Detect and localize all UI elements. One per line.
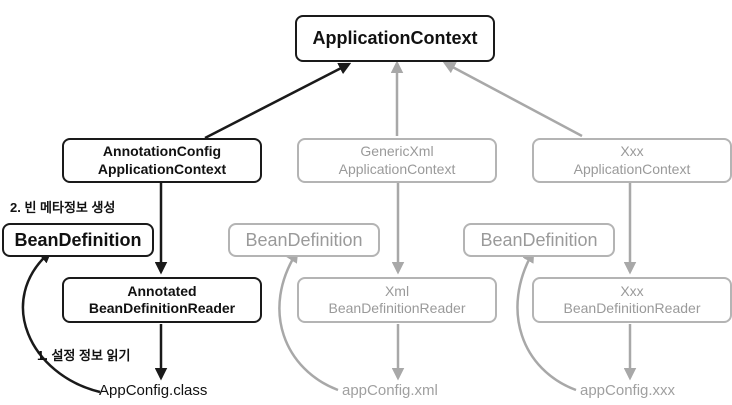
annotated-bean-definition-reader-node: Annotated BeanDefinitionReader — [62, 277, 262, 323]
application-context-node: ApplicationContext — [295, 15, 495, 62]
xxx-context-line-2: ApplicationContext — [573, 160, 691, 177]
arrow-appconfig-xxx-to-beandefinition — [516, 249, 577, 392]
xml-bean-definition-reader-node: Xml BeanDefinitionReader — [297, 277, 497, 323]
bean-definition-label-xml: BeanDefinition — [245, 229, 363, 250]
annotation-config-application-context-node: AnnotationConfig ApplicationContext — [62, 138, 262, 183]
app-config-xml-label: appConfig.xml — [342, 382, 438, 399]
step-create-meta-label: 2. 빈 메타정보 생성 — [10, 200, 116, 215]
arrow-appconfig-xml-to-beandefinition — [278, 249, 339, 392]
app-config-xxx-label: appConfig.xxx — [580, 382, 676, 399]
annotation-context-line-1: AnnotationConfig — [102, 143, 222, 159]
bean-definition-node-xxx: BeanDefinition — [463, 223, 615, 257]
arrow-xxx-to-root — [442, 61, 583, 138]
step-read-config-label: 1. 설정 정보 읽기 — [37, 348, 131, 363]
annotated-reader-line-2: BeanDefinitionReader — [88, 300, 236, 316]
xml-reader-line-1: Xml — [384, 282, 410, 299]
bean-definition-node-annotation: BeanDefinition — [2, 223, 154, 257]
xxx-context-line-1: Xxx — [620, 143, 644, 159]
xxx-application-context-node: Xxx ApplicationContext — [532, 138, 732, 183]
xxx-reader-line-2: BeanDefinitionReader — [563, 300, 701, 316]
generic-xml-context-line-1: GenericXml — [360, 143, 434, 159]
bean-definition-node-xml: BeanDefinition — [228, 223, 380, 257]
xxx-reader-line-1: Xxx — [620, 282, 644, 299]
app-config-class-label: AppConfig.class — [99, 382, 208, 399]
annotated-reader-line-1: Annotated — [127, 282, 197, 299]
xml-reader-line-2: BeanDefinitionReader — [328, 300, 466, 316]
bean-definition-label-annotation: BeanDefinition — [14, 229, 142, 250]
annotation-context-line-2: ApplicationContext — [97, 160, 227, 177]
generic-xml-context-line-2: ApplicationContext — [338, 160, 456, 177]
generic-xml-application-context-node: GenericXml ApplicationContext — [297, 138, 497, 183]
arrow-annotation-to-root — [204, 62, 352, 140]
application-context-label: ApplicationContext — [312, 28, 478, 49]
xxx-bean-definition-reader-node: Xxx BeanDefinitionReader — [532, 277, 732, 323]
arrow-appconfig-class-to-beandefinition — [21, 250, 101, 394]
bean-definition-label-xxx: BeanDefinition — [480, 229, 598, 250]
